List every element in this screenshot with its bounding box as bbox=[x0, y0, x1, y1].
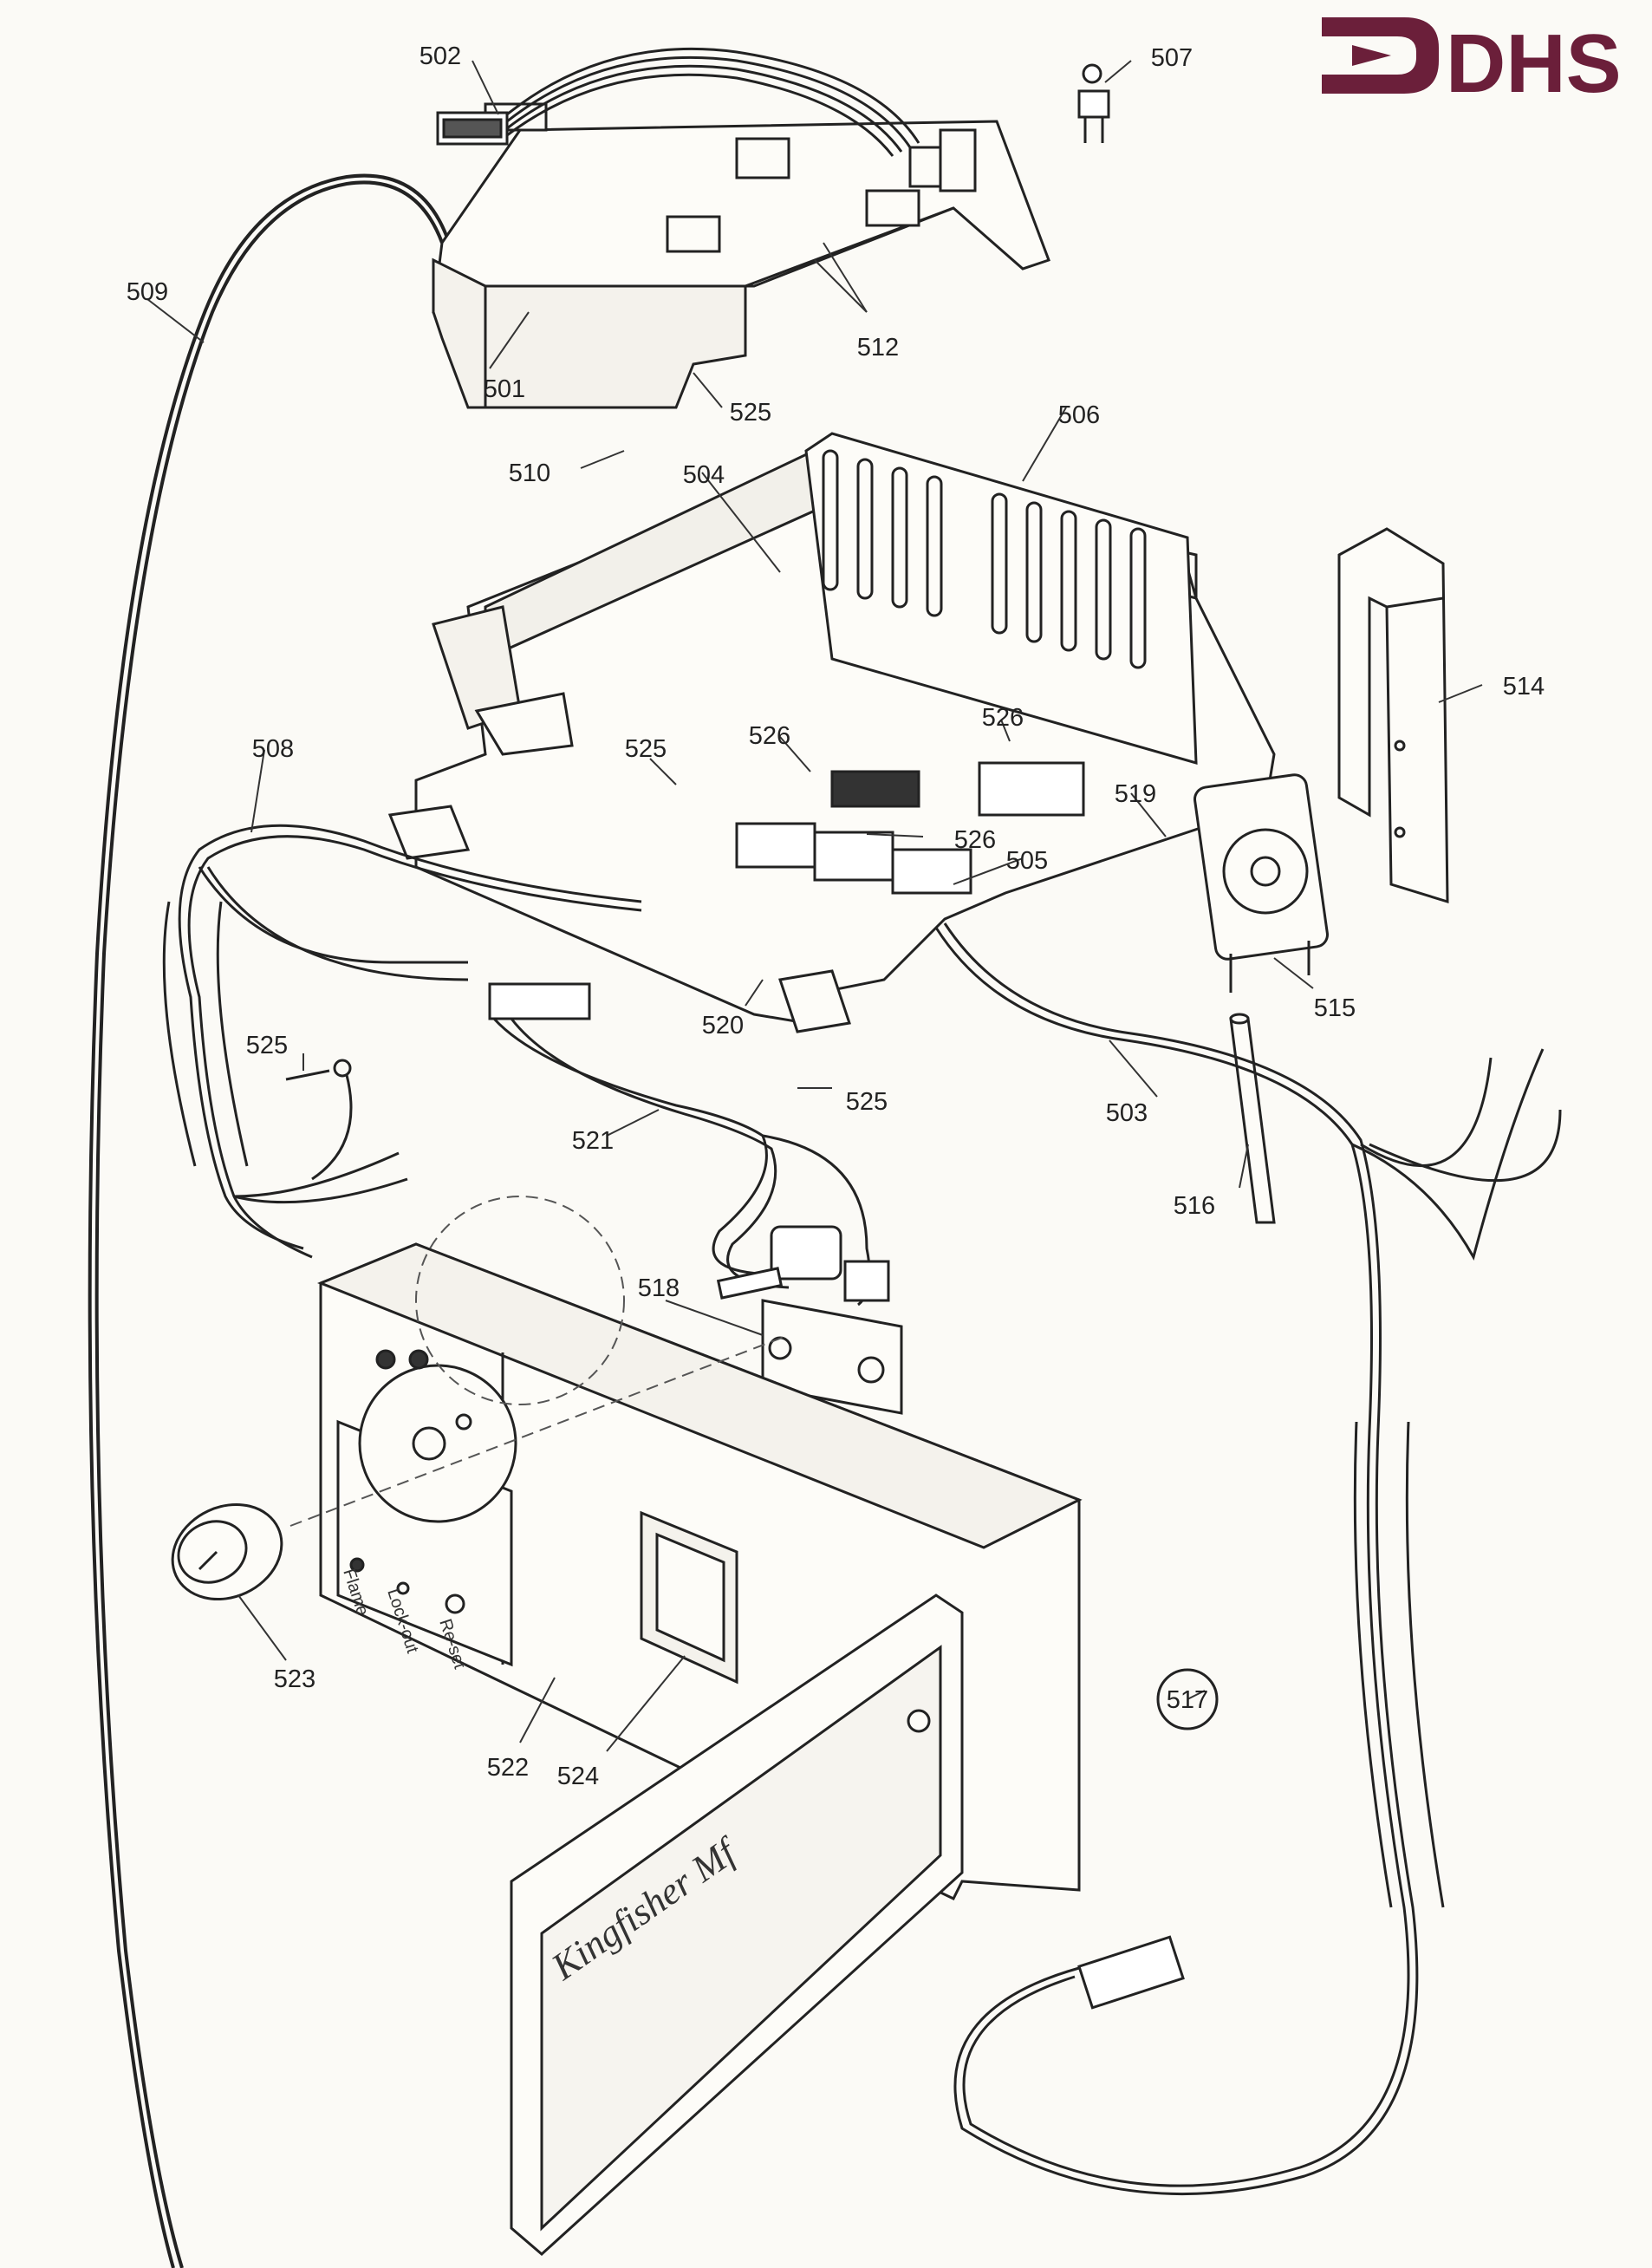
part-label-514: 514 bbox=[1503, 673, 1545, 701]
phantom-guides bbox=[289, 1196, 790, 1527]
plug-503 bbox=[1077, 1935, 1185, 2010]
part-label-501: 501 bbox=[484, 375, 525, 403]
part-label-518: 518 bbox=[638, 1274, 680, 1302]
part-label-508: 508 bbox=[252, 735, 294, 763]
part-label-520: 520 bbox=[702, 1012, 744, 1040]
part-label-504: 504 bbox=[683, 461, 725, 489]
sensor-cable-509 bbox=[88, 173, 451, 2268]
part-label-510: 510 bbox=[509, 459, 550, 487]
part-label-526-right: 526 bbox=[982, 704, 1024, 732]
part-label-505: 505 bbox=[1006, 847, 1048, 875]
pressure-switch-515 bbox=[1193, 773, 1329, 993]
part-label-526-left: 526 bbox=[749, 722, 790, 750]
bracket-518 bbox=[761, 1299, 903, 1415]
brand-logo: DHS bbox=[1322, 17, 1622, 110]
chassis-tray-506 bbox=[387, 432, 1276, 1033]
harness-503-sheath bbox=[1353, 1421, 1445, 1908]
part-label-503: 503 bbox=[1106, 1099, 1148, 1127]
tube-516 bbox=[1229, 1013, 1276, 1224]
part-label-517: 517 bbox=[1167, 1686, 1208, 1714]
part-label-526-low: 526 bbox=[954, 826, 996, 854]
harness-502 bbox=[506, 47, 920, 157]
tray-vents bbox=[822, 449, 1147, 669]
part-label-525-tray: 525 bbox=[625, 735, 667, 763]
knob-523 bbox=[171, 1502, 283, 1601]
harness-503 bbox=[934, 922, 1562, 2196]
earth-lead-525 bbox=[285, 1059, 353, 1181]
leader-lines bbox=[146, 60, 1483, 1752]
part-label-506: 506 bbox=[1058, 401, 1100, 429]
part-517-marker bbox=[1156, 1668, 1219, 1730]
part-label-516: 516 bbox=[1174, 1192, 1215, 1220]
bracket-514 bbox=[1337, 527, 1449, 904]
part-label-502: 502 bbox=[420, 42, 461, 70]
control-box-501 bbox=[432, 102, 1050, 409]
part-label-523: 523 bbox=[274, 1665, 315, 1693]
clip-507 bbox=[1077, 63, 1110, 143]
brand-name: DHS bbox=[1446, 17, 1622, 110]
front-panel-517 bbox=[510, 1593, 964, 2256]
part-label-507: 507 bbox=[1151, 44, 1193, 72]
part-label-525-nuts: 525 bbox=[846, 1088, 888, 1116]
brand-arrow-icon bbox=[1322, 17, 1439, 94]
connector-502 bbox=[436, 111, 509, 146]
part-label-522: 522 bbox=[487, 1754, 529, 1782]
part-label-515: 515 bbox=[1314, 994, 1356, 1022]
switch-521 bbox=[716, 1225, 890, 1302]
part-label-512: 512 bbox=[857, 334, 899, 362]
part-label-509: 509 bbox=[127, 278, 168, 306]
part-label-525-top: 525 bbox=[730, 399, 771, 427]
brand-chevron-icon bbox=[1352, 45, 1391, 66]
part-label-524: 524 bbox=[557, 1763, 599, 1790]
part-label-519: 519 bbox=[1115, 780, 1156, 808]
part-label-525-earth: 525 bbox=[246, 1032, 288, 1059]
harness-508 bbox=[178, 824, 642, 1259]
terminal-blocks bbox=[735, 761, 1085, 895]
part-label-521: 521 bbox=[572, 1127, 614, 1155]
part-labels: 502 507 509 501 512 525 506 510 504 514 … bbox=[127, 42, 1545, 1790]
harness-508-sheath bbox=[162, 901, 249, 1167]
